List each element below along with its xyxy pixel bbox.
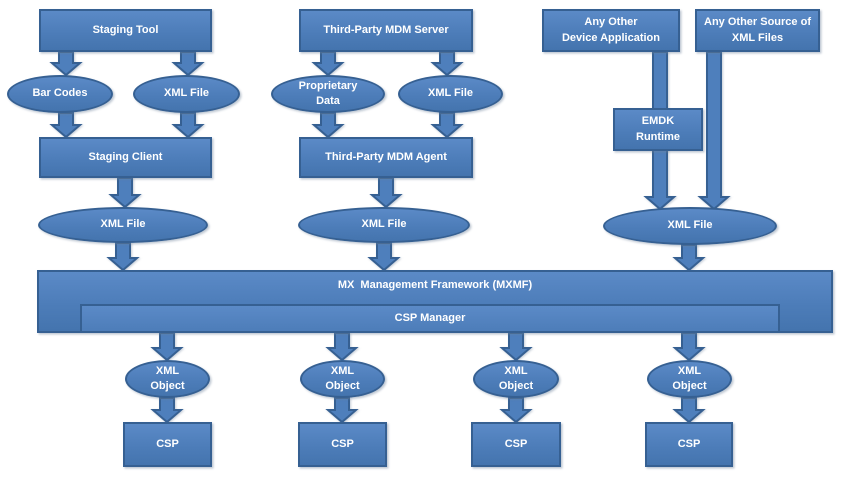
- csp-box-2: CSP: [298, 422, 387, 467]
- third-party-mdm-agent-box: Third-Party MDM Agent: [299, 137, 473, 178]
- csp-box-4: CSP: [645, 422, 733, 467]
- arrow-xml-object-2-to-csp: [325, 397, 359, 424]
- xml-object-ellipse-3: XML Object: [473, 360, 559, 398]
- arrow-xml-file-middle-to-mxmf: [367, 242, 401, 272]
- arrow-staging-tool-to-xml-file: [171, 51, 205, 77]
- xml-object-ellipse-4: XML Object: [647, 360, 732, 398]
- xml-file-middle-ellipse: XML File: [298, 207, 470, 243]
- staging-tool-box: Staging Tool: [39, 9, 212, 52]
- arrow-bar-codes-to-staging-client: [49, 112, 83, 139]
- arrow-csp-manager-to-xml-object-2: [325, 332, 359, 362]
- arrow-xml-object-3-to-csp: [499, 397, 533, 424]
- proprietary-data-ellipse: Proprietary Data: [271, 75, 385, 113]
- arrow-xml-object-4-to-csp: [672, 397, 706, 424]
- xml-object-ellipse-2: XML Object: [300, 360, 385, 398]
- xml-file-staging-ellipse: XML File: [133, 75, 240, 113]
- arrow-xml-file-to-staging-client: [171, 112, 205, 139]
- arrow-csp-manager-to-xml-object-1: [150, 332, 184, 362]
- arrow-csp-manager-to-xml-object-4: [672, 332, 706, 362]
- emdk-runtime-box: EMDK Runtime: [613, 108, 703, 151]
- xml-file-mdm-ellipse: XML File: [398, 75, 503, 113]
- arrow-mdm-agent-to-xml-file: [369, 177, 403, 209]
- arrow-mdm-server-to-proprietary-data: [311, 51, 345, 77]
- arrow-xml-source-to-xml-file: [697, 51, 731, 211]
- arrow-xml-object-1-to-csp: [150, 397, 184, 424]
- third-party-mdm-server-box: Third-Party MDM Server: [299, 9, 473, 52]
- any-other-device-application-box: Any Other Device Application: [542, 9, 680, 52]
- csp-box-3: CSP: [471, 422, 561, 467]
- arrow-csp-manager-to-xml-object-3: [499, 332, 533, 362]
- xml-object-ellipse-1: XML Object: [125, 360, 210, 398]
- arrow-xml-file-to-mdm-agent: [430, 112, 464, 139]
- arrow-mdm-server-to-xml-file: [430, 51, 464, 77]
- arrow-staging-tool-to-bar-codes: [49, 51, 83, 77]
- arrow-xml-file-right-to-mxmf: [672, 244, 706, 272]
- bar-codes-ellipse: Bar Codes: [7, 75, 113, 113]
- mxmf-framework-label: MX Management Framework (MXMF): [337, 279, 533, 291]
- arrow-xml-file-left-to-mxmf: [106, 242, 140, 272]
- any-other-source-of-xml-files-box: Any Other Source of XML Files: [695, 9, 820, 52]
- csp-box-1: CSP: [123, 422, 212, 467]
- csp-manager-box: CSP Manager: [80, 304, 780, 333]
- arrow-staging-client-to-xml-file: [108, 177, 142, 209]
- arrow-proprietary-data-to-mdm-agent: [311, 112, 345, 139]
- xml-file-left-ellipse: XML File: [38, 207, 208, 243]
- xml-file-right-ellipse: XML File: [603, 207, 777, 245]
- staging-client-box: Staging Client: [39, 137, 212, 178]
